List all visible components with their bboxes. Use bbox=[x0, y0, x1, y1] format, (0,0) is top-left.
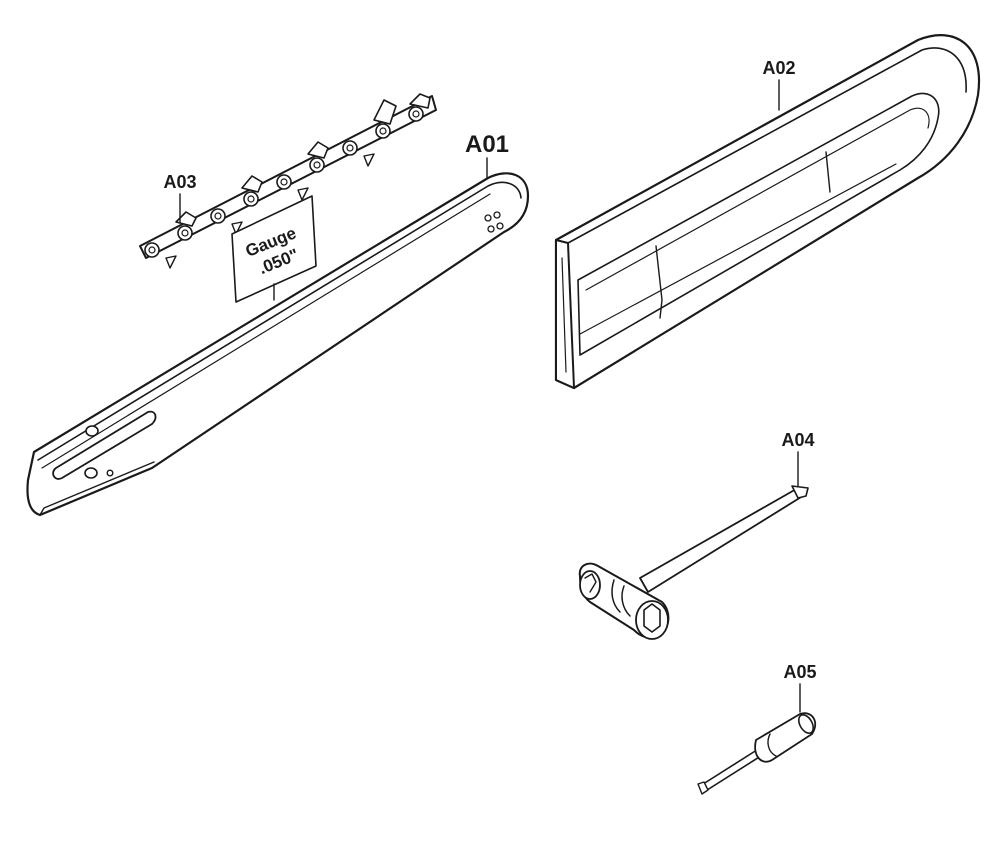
callout-a03: A03 bbox=[163, 172, 197, 223]
combination-wrench-a04 bbox=[578, 485, 809, 640]
callout-a01: A01 bbox=[465, 131, 509, 179]
callout-a05: A05 bbox=[783, 662, 817, 713]
screwdriver-a05 bbox=[697, 712, 817, 795]
label-a01: A01 bbox=[465, 131, 509, 158]
label-a02: A02 bbox=[762, 58, 795, 78]
callout-a04: A04 bbox=[781, 430, 815, 487]
gauge-tag: Gauge .050" bbox=[231, 195, 317, 303]
callout-a02: A02 bbox=[762, 58, 796, 111]
bar-cover-a02 bbox=[554, 34, 981, 390]
guide-bar-a01 bbox=[26, 172, 530, 517]
label-a05: A05 bbox=[783, 662, 816, 682]
label-a03: A03 bbox=[163, 172, 196, 192]
saw-chain-a03 bbox=[139, 93, 437, 269]
label-a04: A04 bbox=[781, 430, 814, 450]
